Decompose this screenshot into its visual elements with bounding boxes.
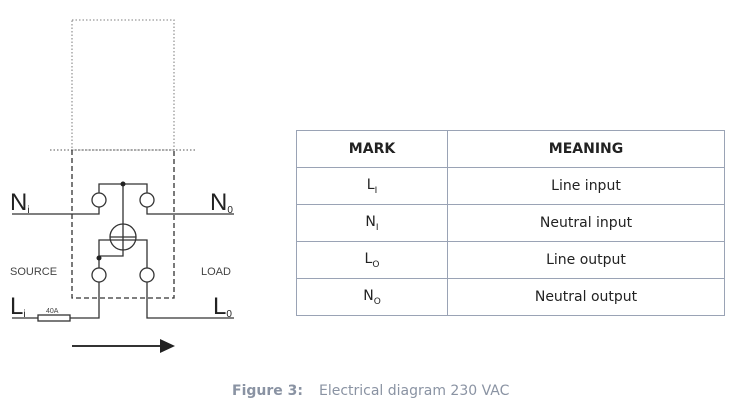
terminal-lo xyxy=(139,267,155,283)
label-load: LOAD xyxy=(201,266,231,278)
table-row: NO Neutral output xyxy=(296,278,725,316)
figure-caption: Figure 3: Electrical diagram 230 VAC xyxy=(232,383,509,399)
fuse xyxy=(37,314,71,322)
electrical-diagram: Ni N0 Li L0 SOURCE LOAD 40A xyxy=(10,19,234,353)
label-source: SOURCE xyxy=(10,266,57,278)
figure-text: Electrical diagram 230 VAC xyxy=(318,383,510,399)
coil-wire xyxy=(98,239,148,268)
figure-label: Figure 3: xyxy=(232,383,303,399)
no-wire xyxy=(146,207,234,215)
mark-cell: NI xyxy=(296,204,448,242)
terminal-no xyxy=(139,192,155,208)
meter-outline-dashed xyxy=(71,150,175,299)
mark-cell: LI xyxy=(296,167,448,205)
device-outline-dotted xyxy=(71,19,175,151)
label-no: N0 xyxy=(210,189,233,216)
meaning-cell: Line output xyxy=(447,241,725,279)
junction-dot xyxy=(120,181,126,187)
table-row: LI Line input xyxy=(296,167,725,205)
direction-arrow-icon xyxy=(160,339,175,353)
junction-dot xyxy=(96,255,102,261)
table-row: NI Neutral input xyxy=(296,204,725,242)
center-wire xyxy=(99,184,124,257)
header-meaning: MEANING xyxy=(447,130,725,168)
meaning-cell: Neutral output xyxy=(447,278,725,316)
terminal-ni xyxy=(91,192,107,208)
marks-table: MARK MEANING LI Line input NI Neutral in… xyxy=(296,130,725,316)
label-lo: L0 xyxy=(213,293,232,320)
meaning-cell: Neutral input xyxy=(447,204,725,242)
ni-wire xyxy=(12,207,100,215)
mark-cell: LO xyxy=(296,241,448,279)
label-li: Li xyxy=(10,293,26,320)
table-row: LO Line output xyxy=(296,241,725,279)
li-wire xyxy=(12,282,100,319)
meaning-cell: Line input xyxy=(447,167,725,205)
header-mark: MARK xyxy=(296,130,448,168)
table-header-row: MARK MEANING xyxy=(296,130,725,168)
mark-cell: NO xyxy=(296,278,448,316)
lo-wire xyxy=(146,282,234,319)
terminal-li xyxy=(91,267,107,283)
label-ni: Ni xyxy=(10,189,30,216)
label-fuse: 40A xyxy=(46,308,59,315)
